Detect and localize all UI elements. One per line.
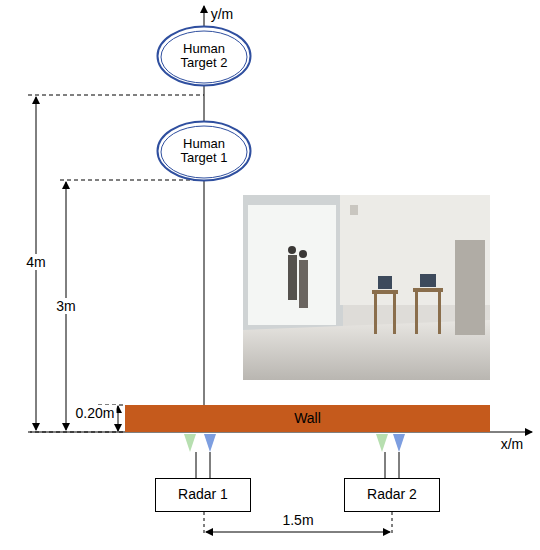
node-label: Wall: [294, 411, 321, 426]
target-ellipse: Human Target 1: [156, 120, 252, 182]
dimension-label: 0.20m: [74, 405, 117, 421]
radar-box: Radar 1: [155, 478, 251, 512]
node-label: Radar 2: [367, 487, 417, 502]
node-label: Human Target 2: [168, 42, 240, 71]
node-label: Radar 1: [178, 487, 228, 502]
radar-box: Radar 2: [344, 478, 440, 512]
node-label: Human Target 1: [168, 137, 240, 166]
target-ellipse: Human Target 2: [156, 25, 252, 87]
dimension-label: 1.5m: [280, 512, 315, 528]
axis-label: x/m: [499, 436, 526, 452]
wall-band: Wall: [125, 405, 490, 432]
axis-label: y/m: [209, 6, 236, 22]
dimension-label: 3m: [54, 298, 77, 314]
dimension-label: 4m: [24, 254, 47, 270]
scene-photo: [243, 195, 490, 380]
